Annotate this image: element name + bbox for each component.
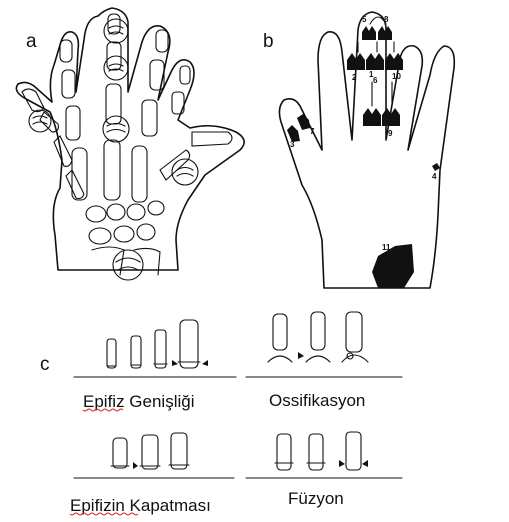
hand-outline-b: [279, 12, 454, 288]
stage-label-ossification: Ossifikasyon: [269, 391, 365, 410]
marker-4-shape: [432, 163, 440, 171]
stage-fusion: Füzyon: [246, 432, 402, 508]
middle-finger-bones: [104, 14, 121, 200]
panel-a-hand-skeleton: a: [16, 8, 244, 280]
panel-label-a: a: [26, 31, 37, 52]
stage-label-epiphysis-capping: Epifizin Kapatması: [70, 496, 211, 515]
panel-c-stages: c Epifiz Genişliği: [40, 312, 402, 515]
marker-label: 7: [310, 127, 315, 136]
index-finger-bones: [60, 40, 87, 200]
marker-label: 8: [384, 15, 389, 24]
stage-epiphysis-widening: Epifiz Genişliği: [74, 320, 236, 411]
panel-label-c: c: [40, 354, 50, 375]
marker-label: 11: [382, 243, 391, 252]
assessment-circles: [29, 19, 198, 280]
stage-label-epiphysis-widening: Epifiz Genişliği: [83, 392, 195, 411]
circle-middle-distal: [104, 19, 128, 43]
marker-label: 6: [373, 76, 378, 85]
circle-thumb: [29, 110, 51, 132]
marker-5-shape: [362, 26, 376, 40]
panel-b-hand-silhouette: b 1 2 3 4 5 6 7: [263, 12, 454, 288]
marker-11-shape: [372, 244, 414, 288]
marker-label: 4: [432, 172, 437, 181]
carpal-bones: [86, 201, 164, 244]
marker-8-shape: [378, 26, 392, 40]
marker-numbers: 1 2 3 4 5 6 7 8 9 10 11: [290, 15, 437, 252]
ulna-bone: [134, 248, 160, 275]
marker-label: 2: [352, 73, 357, 82]
stage-ossification: Ossifikasyon: [246, 312, 402, 410]
marker-6-shape: [366, 53, 384, 70]
maturity-markers: [287, 17, 440, 288]
marker-7-shape: [297, 114, 310, 130]
panel-label-b: b: [263, 31, 274, 52]
stage-label-fusion: Füzyon: [288, 489, 344, 508]
thumb-bones: [22, 89, 84, 199]
marker-label: 5: [362, 15, 367, 24]
marker-1-shape: [363, 108, 381, 126]
circle-wrist: [113, 250, 143, 280]
hand-outline-a: [16, 8, 244, 270]
marker-label: 9: [388, 129, 393, 138]
marker-label: 3: [290, 140, 295, 149]
marker-label: 10: [392, 72, 401, 81]
stage-epiphysis-capping: Epifizin Kapatması: [70, 433, 234, 515]
